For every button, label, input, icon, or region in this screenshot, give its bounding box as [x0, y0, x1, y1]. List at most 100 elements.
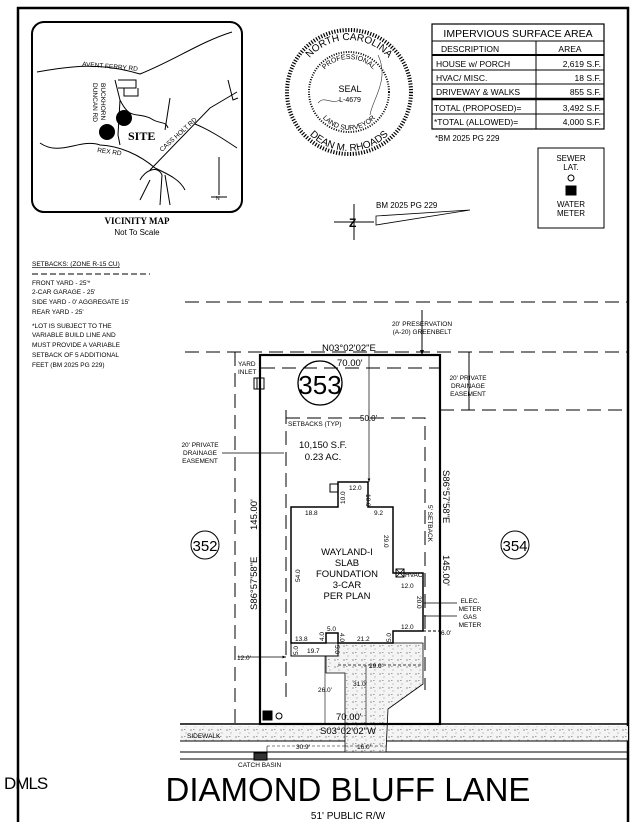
sewer-lateral-icon [567, 174, 575, 182]
table-row: HVAC/ MISC. 18 S.F. [436, 73, 601, 83]
dimension: 12.0 [401, 624, 414, 631]
bump-detail [329, 483, 339, 493]
vicinity-map-subtitle: Not To Scale [114, 228, 160, 237]
house-dimensions: 12.0 10.0 10.0 18.8 9.2 29.0 54.0 12.0 2… [293, 485, 422, 655]
sheet-border [16, 6, 630, 822]
row-description: *TOTAL (ALLOWED)= [434, 117, 518, 127]
signature [317, 54, 383, 116]
legend-label: LAT. [563, 163, 578, 172]
dimension: 5.0 [327, 626, 336, 633]
seal-number: L-4679 [339, 97, 361, 104]
north-arrow-icon: Z [334, 204, 471, 240]
hvac-icon [395, 568, 405, 578]
dimension: 12.0 [401, 583, 414, 590]
watermark-logo: DMLS [4, 774, 48, 793]
drainage-easement-label: EASEMENT [450, 391, 486, 398]
site-label: SITE [128, 129, 155, 143]
house-label: SLAB [335, 558, 359, 569]
row-area: 3,492 S.F. [563, 103, 601, 113]
table-header: AREA [558, 44, 581, 54]
rear-distance: 70.00' [337, 358, 363, 369]
easement-lines [185, 301, 628, 724]
dimension: 26.0' [318, 687, 332, 694]
house-label: PER PLAN [324, 591, 371, 602]
svg-text:LAND SURVEYOR: LAND SURVEYOR [321, 114, 377, 132]
surveyor-seal: NORTH CAROLINA DEAN M. RHOADS PROFESSION… [285, 28, 413, 156]
setback-note-line: FEET (BM 2025 PG 229) [32, 362, 105, 369]
water-meter-icon [262, 710, 273, 721]
drainage-easement-label: EASEMENT [182, 458, 218, 465]
road-label: BUCKHORN [99, 83, 106, 121]
north-arrow-icon: N [216, 196, 220, 202]
table-row: *TOTAL (ALLOWED)= 4,000 S.F. [434, 117, 601, 127]
dimension: 4.0 [319, 632, 326, 641]
lot-number: 353 [298, 370, 341, 400]
dimension: 5.0 [333, 645, 340, 654]
vicinity-map-title: VICINITY MAP [105, 216, 170, 226]
dimension: 29.0 [382, 535, 389, 548]
rear-bearing: N03°02'02"E [322, 343, 376, 354]
dimension: 18.8 [305, 510, 318, 517]
dimension: 12.0' [237, 655, 251, 662]
dimension: 16.0' [357, 744, 371, 751]
seal-center: SEAL [338, 84, 361, 94]
hvac-label: HVAC [405, 572, 423, 579]
drainage-easement-label: DRAINAGE [451, 383, 486, 390]
site-marker-icon [99, 110, 132, 140]
road-label: CASS HOLT RD [159, 116, 199, 153]
row-area: 855 S.F. [570, 87, 601, 97]
row-description: HVAC/ MISC. [436, 73, 487, 83]
table-row: HOUSE w/ PORCH 2,619 S.F. [436, 59, 601, 69]
setback-note-line: SETBACK OF 5 ADDITIONAL [32, 352, 119, 359]
adjacent-lot-number: 354 [502, 538, 527, 555]
drainage-easement-label: DRAINAGE [183, 450, 218, 457]
dimension: 21.2 [357, 636, 370, 643]
street-name: DIAMOND BLUFF LANE [166, 771, 531, 808]
meter-label: ELEC. [461, 598, 480, 605]
water-meter-icon [565, 185, 577, 196]
dimension: 54.0 [295, 569, 302, 582]
dimension: 19.7 [307, 648, 320, 655]
setbacks-note: SETBACKS: (ZONE R-15 CU) FRONT YARD - 25… [32, 261, 150, 369]
side-setback-label: 5' SETBACK [426, 505, 433, 543]
house-label: WAYLAND-I [321, 547, 373, 558]
road-label: DUNCAN RD [91, 83, 98, 122]
utility-legend: SEWER LAT. WATER METER [537, 147, 605, 229]
porch [290, 642, 339, 657]
legend-label: METER [557, 209, 585, 218]
sidewalk-label: SIDEWALK [187, 733, 221, 740]
setback-note-line: VARIABLE BUILD LINE AND [32, 332, 116, 339]
setback-lines [285, 410, 426, 700]
yard-inlet-label: INLET [238, 369, 256, 376]
right-bearing: S86°57'58"E [440, 470, 451, 523]
dimension: 30.9' [296, 744, 310, 751]
table-note: *BM 2025 PG 229 [435, 134, 500, 143]
adjacent-lot-circle [190, 530, 220, 560]
row-description: TOTAL (PROPOSED)= [434, 103, 521, 113]
lot-boundary [258, 353, 442, 726]
dimension: 10.0 [340, 491, 347, 504]
road-label: REX RD [97, 147, 123, 157]
setback-note-line: *LOT IS SUBJECT TO THE [32, 323, 112, 330]
row-area: 4,000 S.F. [563, 117, 601, 127]
adjacent-lot-number: 352 [192, 538, 217, 555]
table-title: IMPERVIOUS SURFACE AREA [443, 28, 592, 40]
catch-basin-icon [253, 752, 268, 761]
legend-label: SEWER [556, 154, 586, 163]
front-distance: 70.00' [336, 712, 362, 723]
house-label: FOUNDATION [316, 569, 378, 580]
sidewalk [180, 726, 628, 741]
dimension: 20.0 [415, 596, 422, 609]
front-bearing: S03°02'02"W [320, 726, 376, 737]
setbacks-title: SETBACKS: (ZONE R-15 CU) [32, 261, 120, 268]
row-description: DRIVEWAY & WALKS [436, 87, 520, 97]
right-distance: 145.00' [440, 555, 451, 586]
seal-text: LAND SURVEYOR [321, 114, 377, 132]
meter-label: METER [459, 622, 482, 629]
yard-inlet-label: YARD [238, 361, 256, 368]
setback-item: FRONT YARD - 25'* [32, 280, 91, 287]
legend-label: WATER [557, 200, 585, 209]
dimension: 9.2 [374, 510, 383, 517]
preservation-label: 20' PRESERVATION [392, 321, 452, 328]
